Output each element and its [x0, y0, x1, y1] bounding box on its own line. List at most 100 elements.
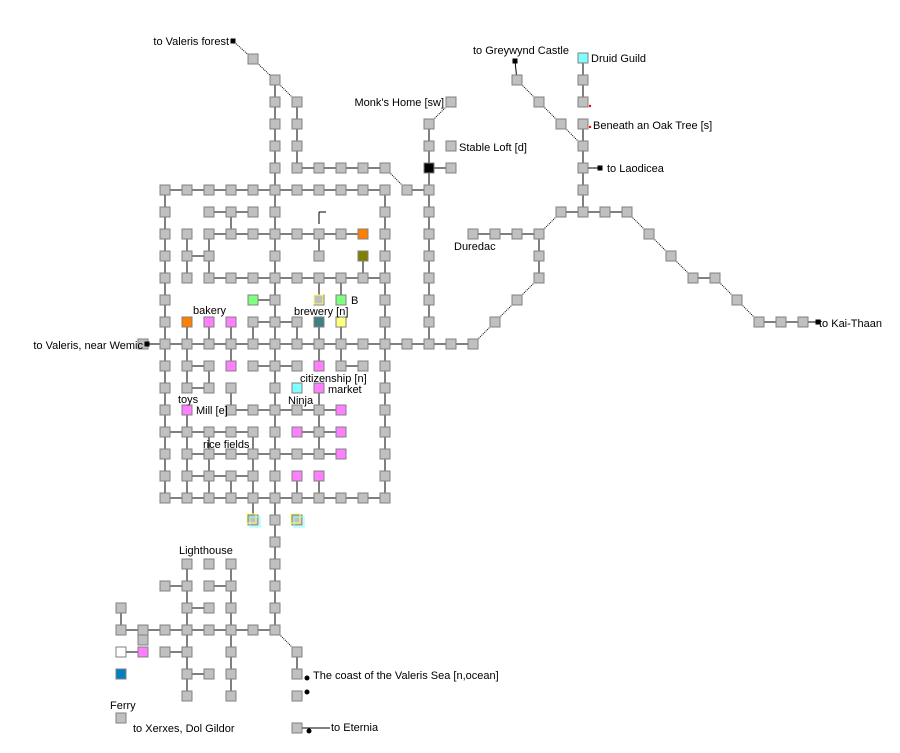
map-room[interactable] [269, 492, 281, 504]
map-room[interactable] [181, 580, 193, 592]
map-room[interactable] [379, 206, 391, 218]
map-room[interactable] [643, 228, 655, 240]
map-room[interactable] [181, 426, 193, 438]
map-room[interactable] [159, 470, 171, 482]
map-room[interactable] [159, 184, 171, 196]
map-room[interactable] [511, 74, 523, 86]
map-room[interactable] [181, 404, 193, 416]
map-room[interactable] [225, 228, 237, 240]
map-room[interactable] [269, 404, 281, 416]
map-room[interactable] [335, 162, 347, 174]
map-room[interactable] [225, 448, 237, 460]
map-room[interactable] [203, 338, 215, 350]
map-room[interactable] [203, 272, 215, 284]
map-room[interactable] [423, 294, 435, 306]
map-room[interactable] [291, 646, 303, 658]
map-room[interactable] [379, 316, 391, 328]
map-room[interactable] [181, 184, 193, 196]
map-room[interactable] [423, 228, 435, 240]
map-room[interactable] [489, 228, 501, 240]
map-room[interactable] [577, 184, 589, 196]
map-room[interactable] [159, 206, 171, 218]
map-room[interactable] [181, 360, 193, 372]
map-room[interactable] [379, 272, 391, 284]
map-room[interactable] [159, 250, 171, 262]
map-room[interactable] [313, 250, 325, 262]
map-room[interactable] [159, 448, 171, 460]
map-room[interactable] [291, 140, 303, 152]
map-room[interactable] [335, 184, 347, 196]
map-room[interactable] [577, 118, 589, 130]
map-room[interactable] [423, 250, 435, 262]
map-room[interactable] [379, 250, 391, 262]
map-room[interactable] [357, 228, 369, 240]
map-room[interactable] [379, 404, 391, 416]
map-room[interactable] [203, 624, 215, 636]
map-room[interactable] [269, 580, 281, 592]
map-room[interactable] [775, 316, 787, 328]
map-room[interactable] [247, 360, 259, 372]
map-room[interactable] [225, 426, 237, 438]
map-room[interactable] [225, 316, 237, 328]
map-room[interactable] [181, 558, 193, 570]
map-room[interactable] [291, 184, 303, 196]
map-room[interactable] [423, 206, 435, 218]
map-room[interactable] [269, 536, 281, 548]
map-room[interactable] [269, 558, 281, 570]
map-room[interactable] [203, 558, 215, 570]
map-room[interactable] [291, 492, 303, 504]
map-room[interactable] [753, 316, 765, 328]
map-room[interactable] [225, 558, 237, 570]
map-room[interactable] [247, 272, 259, 284]
map-room[interactable] [225, 404, 237, 416]
map-room[interactable] [533, 228, 545, 240]
map-room[interactable] [379, 426, 391, 438]
map-room[interactable] [247, 338, 259, 350]
map-room[interactable] [225, 272, 237, 284]
map-room[interactable] [313, 162, 325, 174]
map-room[interactable] [225, 206, 237, 218]
map-room[interactable] [291, 722, 303, 734]
map-room[interactable] [247, 294, 259, 306]
map-room[interactable] [247, 228, 259, 240]
map-room[interactable] [247, 624, 259, 636]
map-room[interactable] [313, 492, 325, 504]
map-room[interactable] [247, 404, 259, 416]
map-room[interactable] [423, 272, 435, 284]
map-room[interactable] [203, 470, 215, 482]
map-room[interactable] [269, 360, 281, 372]
map-room[interactable] [335, 272, 347, 284]
map-room[interactable] [203, 602, 215, 614]
map-room[interactable] [335, 360, 347, 372]
map-room[interactable] [225, 624, 237, 636]
map-room[interactable] [247, 206, 259, 218]
map-room[interactable] [313, 360, 325, 372]
map-room[interactable] [181, 316, 193, 328]
map-room[interactable] [225, 492, 237, 504]
map-room[interactable] [137, 634, 149, 646]
map-room[interactable] [269, 448, 281, 460]
map-room[interactable] [445, 338, 457, 350]
map-room[interactable] [335, 294, 347, 306]
map-room[interactable] [423, 140, 435, 152]
map-room[interactable] [225, 338, 237, 350]
map-room[interactable] [269, 624, 281, 636]
map-room[interactable] [357, 492, 369, 504]
area-exit-marker[interactable] [512, 58, 518, 64]
map-room[interactable] [357, 162, 369, 174]
map-room[interactable] [357, 272, 369, 284]
map-room[interactable] [797, 316, 809, 328]
map-room[interactable] [269, 228, 281, 240]
map-room[interactable] [665, 250, 677, 262]
map-room[interactable] [181, 448, 193, 460]
map-room[interactable] [335, 338, 347, 350]
map-room[interactable] [203, 360, 215, 372]
map-room[interactable] [291, 382, 303, 394]
map-room[interactable] [379, 492, 391, 504]
map-room[interactable] [577, 74, 589, 86]
map-room[interactable] [379, 360, 391, 372]
map-room[interactable] [357, 360, 369, 372]
area-exit-marker[interactable] [144, 341, 150, 347]
map-room[interactable] [203, 448, 215, 460]
map-room[interactable] [291, 228, 303, 240]
